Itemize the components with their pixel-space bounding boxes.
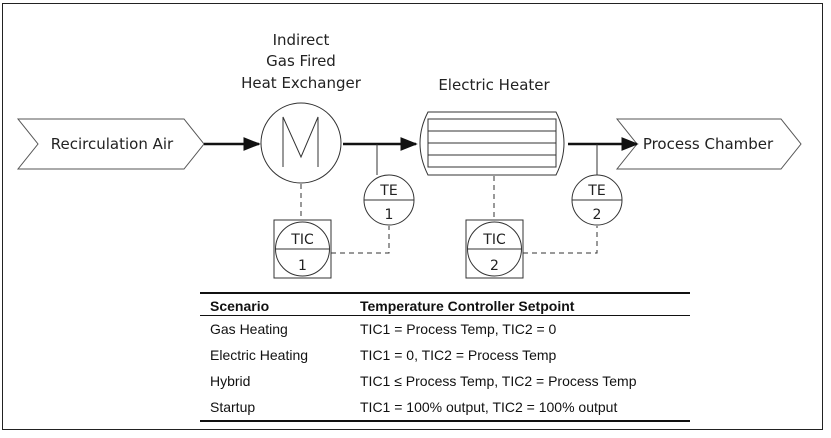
- table-row: Gas Heating TIC1 = Process Temp, TIC2 = …: [200, 316, 690, 343]
- te2-number: 2: [593, 207, 602, 223]
- tic1-tag: TIC: [290, 232, 314, 248]
- table-row: Electric Heating TIC1 = 0, TIC2 = Proces…: [200, 342, 690, 368]
- scenario-cell: Hybrid: [210, 373, 251, 389]
- diagram-frame: [2, 3, 823, 430]
- te1-number: 1: [385, 207, 394, 223]
- heat-exchanger-label-line3: Heat Exchanger: [241, 74, 362, 92]
- outlet-stream-label: Process Chamber: [643, 135, 774, 153]
- tic2-number: 2: [490, 258, 499, 274]
- te1-tag: TE: [379, 183, 397, 199]
- setpoint-cell: TIC1 = 0, TIC2 = Process Temp: [360, 347, 557, 363]
- setpoint-cell: TIC1 ≤ Process Temp, TIC2 = Process Temp: [360, 373, 637, 389]
- setpoint-table: Scenario Temperature Controller Setpoint…: [200, 292, 690, 422]
- signal-te2-to-tic2: [523, 226, 598, 254]
- signal-lines: [300, 176, 598, 254]
- heat-exchanger: [260, 102, 342, 184]
- setpoint-cell: TIC1 = Process Temp, TIC2 = 0: [360, 321, 557, 337]
- inlet-stream-label: Recirculation Air: [51, 135, 174, 153]
- header-scenario: Scenario: [200, 292, 350, 316]
- table-row: Hybrid TIC1 ≤ Process Temp, TIC2 = Proce…: [200, 368, 690, 394]
- table-row: Startup TIC1 = 100% output, TIC2 = 100% …: [200, 394, 690, 422]
- inlet-stream-flag: Recirculation Air: [16, 118, 205, 170]
- tic1-controller: TIC 1: [273, 219, 332, 279]
- outlet-stream-flag: Process Chamber: [615, 118, 802, 170]
- heat-exchanger-label-line2: Gas Fired: [266, 52, 336, 70]
- setpoint-cell: TIC1 = 100% output, TIC2 = 100% output: [350, 394, 690, 422]
- tic2-tag: TIC: [482, 232, 506, 248]
- electric-heater: [419, 111, 565, 176]
- table-header-row: Scenario Temperature Controller Setpoint: [200, 292, 690, 316]
- scenario-cell: Gas Heating: [210, 321, 288, 337]
- te2-instrument: TE 2: [571, 174, 623, 226]
- electric-heater-label: Electric Heater: [438, 76, 550, 94]
- te2-tag: TE: [587, 183, 605, 199]
- signal-te1-to-tic1: [331, 226, 390, 254]
- header-setpoint: Temperature Controller Setpoint: [350, 292, 690, 316]
- scenario-cell: Electric Heating: [210, 347, 309, 363]
- tic2-controller: TIC 2: [465, 219, 524, 279]
- scenario-cell: Startup: [200, 394, 350, 422]
- heat-exchanger-label-line1: Indirect: [273, 31, 330, 49]
- tic1-number: 1: [298, 258, 307, 274]
- te1-instrument: TE 1: [363, 174, 415, 226]
